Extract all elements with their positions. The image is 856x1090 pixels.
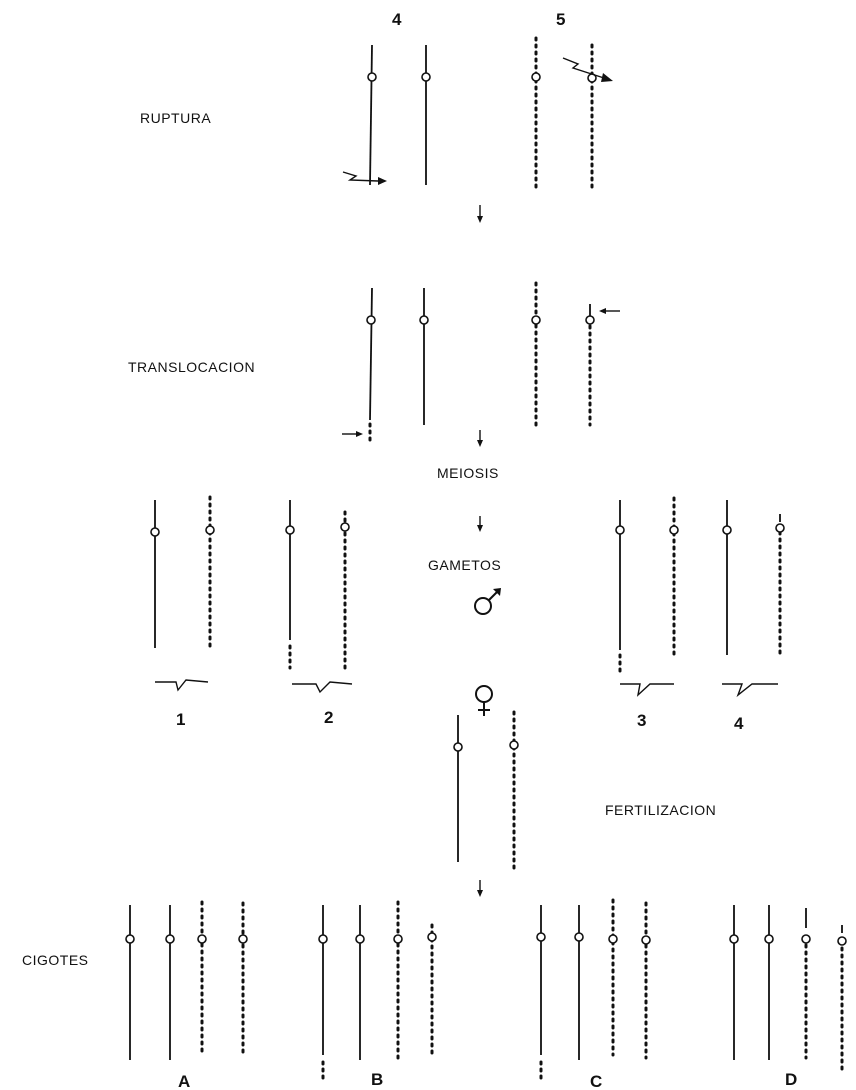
centromere bbox=[838, 937, 846, 945]
centromere bbox=[341, 523, 349, 531]
arrowhead-icon bbox=[477, 525, 483, 532]
arrowhead-icon bbox=[378, 177, 387, 185]
zygote-b-label: B bbox=[371, 1070, 383, 1089]
stage-meiosis-label: MEIOSIS bbox=[437, 465, 499, 481]
chromosome-5-label: 5 bbox=[556, 10, 565, 29]
arrowhead-icon bbox=[477, 216, 483, 223]
centromere bbox=[420, 316, 428, 324]
gamete-1 bbox=[151, 497, 214, 690]
zygote-c bbox=[537, 900, 650, 1082]
centromere bbox=[428, 933, 436, 941]
zygote-b bbox=[319, 902, 436, 1082]
female-gamete bbox=[454, 712, 518, 868]
translocacion-chromosomes bbox=[342, 283, 620, 440]
stage-ruptura-label: RUPTURA bbox=[140, 110, 211, 126]
centromere bbox=[198, 935, 206, 943]
ruptura-chromosomes bbox=[343, 38, 613, 188]
centromere bbox=[394, 935, 402, 943]
centromere bbox=[454, 743, 462, 751]
centromere bbox=[510, 741, 518, 749]
arrowhead-icon bbox=[356, 431, 363, 437]
centromere bbox=[166, 935, 174, 943]
stage-gametos-label: GAMETOS bbox=[428, 557, 501, 573]
centromere bbox=[367, 316, 375, 324]
centromere bbox=[126, 935, 134, 943]
centromere bbox=[368, 73, 376, 81]
centromere bbox=[239, 935, 247, 943]
centromere bbox=[356, 935, 364, 943]
zygote-d bbox=[730, 905, 846, 1070]
arrowhead-icon bbox=[477, 890, 483, 897]
centromere bbox=[422, 73, 430, 81]
centromere bbox=[609, 935, 617, 943]
gamete-4 bbox=[722, 500, 784, 695]
zygote-c-label: C bbox=[590, 1072, 602, 1090]
stage-cigotes-label: CIGOTES bbox=[22, 952, 89, 968]
gamete-3-label: 3 bbox=[637, 711, 646, 730]
gamete-2-label: 2 bbox=[324, 708, 333, 727]
centromere bbox=[670, 526, 678, 534]
gamete-bracket bbox=[292, 682, 352, 692]
zygote-a bbox=[126, 902, 247, 1060]
chromosome-4-label: 4 bbox=[392, 10, 402, 29]
centromere bbox=[532, 316, 540, 324]
stage-translocacion-label: TRANSLOCACION bbox=[128, 359, 255, 375]
centromere bbox=[642, 936, 650, 944]
centromere bbox=[586, 316, 594, 324]
centromere bbox=[206, 526, 214, 534]
centromere bbox=[286, 526, 294, 534]
centromere bbox=[532, 73, 540, 81]
gamete-bracket bbox=[620, 684, 674, 695]
gamete-4-label: 4 bbox=[734, 714, 744, 733]
gamete-1-label: 1 bbox=[176, 710, 185, 729]
break-arrow-icon bbox=[343, 172, 378, 181]
gamete-2 bbox=[286, 500, 352, 692]
arrowhead-icon bbox=[601, 73, 613, 82]
centromere bbox=[723, 526, 731, 534]
female-symbol-icon bbox=[476, 686, 492, 716]
female-symbol-circle bbox=[476, 686, 492, 702]
zygote-d-label: D bbox=[785, 1070, 797, 1089]
centromere bbox=[575, 933, 583, 941]
chromosome-4-translocated bbox=[370, 288, 372, 420]
chromosome-4a bbox=[370, 45, 372, 185]
stage-fertilizacion-label: FERTILIZACION bbox=[605, 802, 716, 818]
break-arrow-icon bbox=[563, 58, 604, 78]
centromere bbox=[802, 935, 810, 943]
zygote-a-label: A bbox=[178, 1072, 190, 1090]
gamete-bracket bbox=[722, 684, 778, 695]
male-symbol-icon bbox=[475, 588, 501, 614]
centromere bbox=[151, 528, 159, 536]
centromere bbox=[776, 524, 784, 532]
centromere bbox=[616, 526, 624, 534]
centromere bbox=[765, 935, 773, 943]
centromere bbox=[319, 935, 327, 943]
centromere bbox=[537, 933, 545, 941]
arrowhead-icon bbox=[599, 308, 606, 314]
arrowhead-icon bbox=[477, 440, 483, 447]
gamete-bracket bbox=[155, 680, 208, 690]
centromere bbox=[730, 935, 738, 943]
male-symbol-circle bbox=[475, 598, 491, 614]
gamete-3 bbox=[616, 498, 678, 695]
